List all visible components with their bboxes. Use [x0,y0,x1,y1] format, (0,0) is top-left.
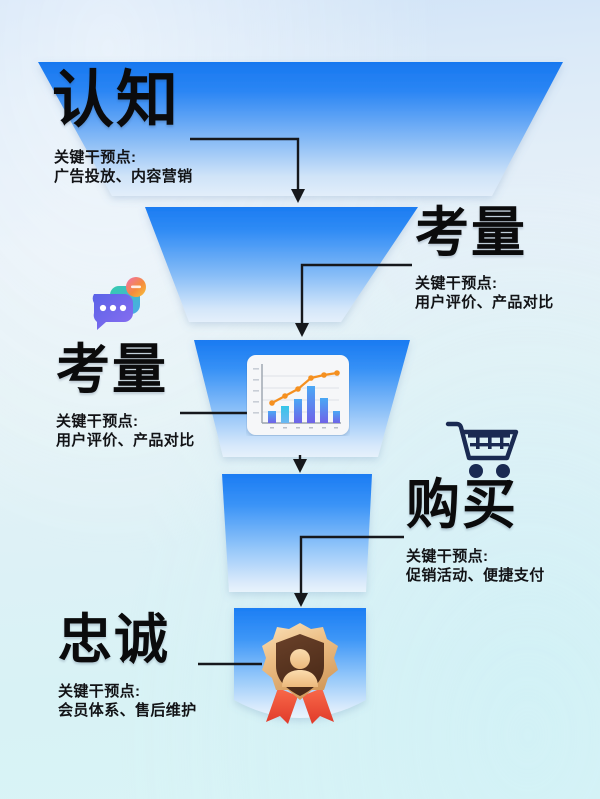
stage-subtext-consideration-1: 关键干预点: 用户评价、产品对比 [415,274,554,312]
stage-title-consideration-1: 考量 [415,203,527,263]
stage-title-consideration-2: 考量 [56,340,168,400]
chat-bubbles-icon [88,272,152,341]
stage-sub-label-loyalty: 关键干预点: [58,683,141,700]
stage-sub-value-awareness: 广告投放、内容营销 [54,168,193,186]
shield-badge-icon [250,618,350,731]
bar-line-chart-card-icon [246,354,350,441]
stage-subtext-purchase: 关键干预点: 促销活动、便捷支付 [406,547,545,585]
stage-sub-value-purchase: 促销活动、便捷支付 [406,567,545,585]
stage-title-awareness: 认知 [52,66,181,135]
stage-sub-value-consideration-1: 用户评价、产品对比 [415,294,554,312]
stage-sub-label-awareness: 关键干预点: [54,149,137,166]
stage-sub-label-consideration-1: 关键干预点: [415,275,498,292]
stage-title-purchase: 购买 [406,475,518,535]
shopping-cart-icon [443,414,521,485]
stage-title-loyalty: 忠诚 [58,610,170,670]
stage-sub-label-purchase: 关键干预点: [406,548,489,565]
stage-sub-value-loyalty: 会员体系、售后维护 [58,702,197,720]
stage-subtext-awareness: 关键干预点: 广告投放、内容营销 [54,148,193,186]
stage-subtext-consideration-2: 关键干预点: 用户评价、产品对比 [56,412,195,450]
stage-subtext-loyalty: 关键干预点: 会员体系、售后维护 [58,682,197,720]
stage-sub-value-consideration-2: 用户评价、产品对比 [56,432,195,450]
stage-sub-label-consideration-2: 关键干预点: [56,413,139,430]
